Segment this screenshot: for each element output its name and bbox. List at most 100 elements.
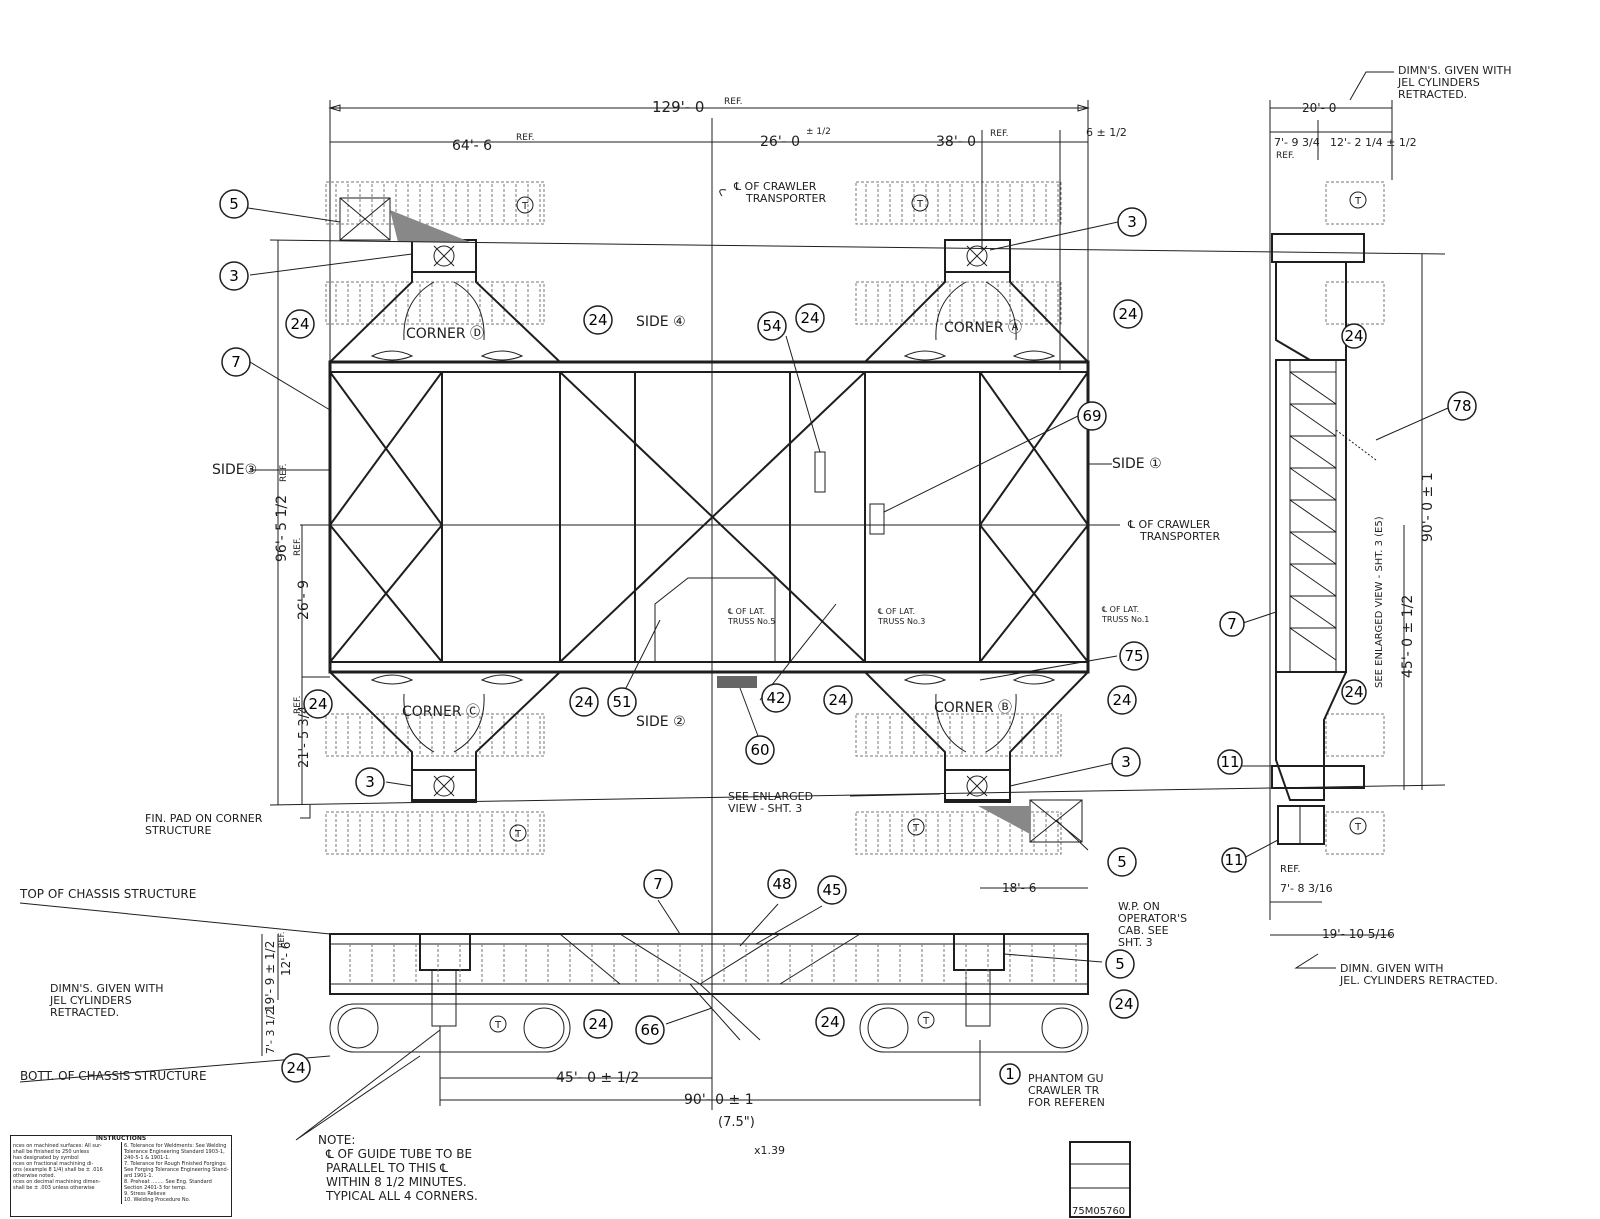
label-corner-b: CORNER Ⓑ [934,700,1012,716]
instruction-line: 10. Welding Procedure No. [124,1197,191,1203]
callout-42: 42 [766,689,785,707]
title-block: 75M05760 [1069,1141,1131,1218]
t-marker-label: T [514,829,522,840]
note-dimns-left-2: JEL CYLINDERS [49,994,132,1007]
note-lat-truss-3b: TRUSS No.3 [877,617,925,626]
callout-24: 24 [588,1015,607,1033]
callout-78: 78 [1452,397,1471,415]
instruction-line: See Forging Tolerance Engineering Stand- [124,1167,229,1173]
callout-24: 24 [828,691,847,709]
dim-height-26-ref: REF. [293,537,303,556]
callout-24: 24 [290,315,309,333]
instruction-line: 6. Tolerance for Weldments: See Welding [124,1143,227,1149]
dim-side-bottom-b: 19'- 10 5/16 [1322,927,1395,941]
callout-24: 24 [574,693,593,711]
instruction-line: has designated by symbol [13,1155,79,1161]
label-corner-a: CORNER Ⓐ [944,320,1022,336]
dim-height-21: 21'- 5 3/4 [297,706,312,768]
callout-54: 54 [762,317,781,335]
dim-end-seg: 6 ± 1/2 [1086,126,1127,139]
title-block-number: 75M05760 [1072,1206,1125,1217]
dim-right-seg-ref: REF. [990,129,1009,139]
note-dimns-left-3: RETRACTED. [50,1006,119,1019]
callout-3: 3 [1127,213,1137,231]
note-phantom-3: FOR REFEREN [1028,1096,1105,1109]
note-phantom-1: PHANTOM GU [1028,1072,1104,1085]
dim-height-21-ref: REF. [293,695,303,714]
note-crawler-mid: ℄ OF CRAWLER [1127,518,1211,531]
label-corner-d: CORNER Ⓓ [406,326,484,342]
note-see-enlarged-2: VIEW - SHT. 3 [728,802,802,815]
callout-24: 24 [1112,691,1131,709]
t-marker-label: T [521,201,529,212]
callout-5: 5 [1115,955,1125,973]
dim-left-seg-ref: REF. [516,133,535,143]
t-marker-label: T [912,823,920,834]
note-lat-truss-5a: ℄ OF LAT. [728,607,765,616]
callout-48: 48 [772,875,791,893]
dim-side-45: 45'- 0 ± 1/2 [1400,595,1416,678]
note-lat-truss-1a: ℄ OF LAT. [1102,605,1139,614]
dim-mid-seg: 26'- 0 [760,134,800,150]
instruction-line: nces on fractional machining di- [13,1161,94,1167]
instruction-line: 9. Stress Relieve [124,1191,166,1197]
dim-side-left: 7'- 9 3/4 [1274,136,1320,149]
callout-3: 3 [365,773,375,791]
phantom-track-outlines [325,181,1385,855]
callout-69: 69 [1082,407,1101,425]
note-line-2: ℄ OF GUIDE TUBE TO BE [325,1147,472,1161]
handwritten-note-2: x1.39 [754,1144,785,1157]
top-dimension-lines [328,100,1090,1110]
side-view-frame [1269,100,1423,936]
label-side-1: SIDE ① [1112,456,1162,472]
callout-24: 24 [1118,305,1137,323]
dim-elev-12-ref: REF. [277,932,286,948]
callout-24: 24 [588,311,607,329]
note-line-3: PARALLEL TO THIS ℄ [326,1161,448,1175]
instruction-line: shall be ± .003 unless otherwise [13,1185,95,1191]
t-marker-label: T [922,1016,930,1027]
dim-mid-tol: ± 1/2 [806,127,831,137]
instruction-line: shall be finished to 250 unless [13,1149,90,1155]
instruction-line: 8. Preheat ........ See Eng. Standard [124,1179,212,1185]
callout-7: 7 [1227,615,1237,633]
note-line-1: NOTE: [318,1133,355,1147]
plan-view-frame [300,360,1120,688]
note-crawler-top: ℄ OF CRAWLER [733,180,817,193]
dim-right-seg: 38'- 0 [936,134,976,150]
callout-75: 75 [1124,647,1143,665]
dim-elev-90: 90'- 0 ± 1 [684,1092,754,1108]
callout-5: 5 [1117,853,1127,871]
note-dimns-left-1: DIMN'S. GIVEN WITH [50,982,164,995]
dim-overall-ref: REF. [724,97,743,107]
instruction-line: ons (example 8 1/4) shall be ± .016 [13,1167,103,1173]
note-phantom-2: CRAWLER TR [1028,1084,1100,1097]
dim-side-90: 90'- 0 ± 1 [1420,472,1436,542]
instruction-line: 240-5-1 & 1901-1. [124,1155,170,1161]
instruction-line: nces on machined surfaces: All sur- [13,1143,102,1149]
note-line-5: TYPICAL ALL 4 CORNERS. [325,1189,478,1203]
label-corner-c: CORNER Ⓒ [402,704,480,720]
callout-24: 24 [820,1013,839,1031]
note-see-enlarged-1: SEE ENLARGED [728,790,813,803]
note-line-4: WITHIN 8 1/2 MINUTES. [326,1175,467,1189]
dim-side-bottom-a: 7'- 8 3/16 [1280,882,1333,895]
dim-height-total: 96'- 5 1/2 [274,495,290,562]
corner-d-structure [329,197,561,363]
dim-elev-19: 19'- 9 ± 1/2 [263,941,277,1012]
label-side-4: SIDE ④ [636,314,686,330]
callout-24: 24 [1344,327,1363,345]
note-dimns-top-2: JEL CYLINDERS [1397,76,1480,89]
callout-11: 11 [1224,851,1243,869]
callout-66: 66 [640,1021,659,1039]
dim-elev-7: 7'- 3 1/2 [264,1008,277,1054]
callout-60: 60 [750,741,769,759]
t-marker-label: T [1354,196,1362,207]
callout-24: 24 [286,1059,305,1077]
corner-b-structure [864,671,1089,843]
note-see-enlarged-side: SEE ENLARGED VIEW - SHT. 3 (E5) [1374,516,1385,688]
callout-1: 1 [1005,1065,1015,1083]
callout-5: 5 [229,195,239,213]
label-side-3: SIDE③ [212,462,257,478]
